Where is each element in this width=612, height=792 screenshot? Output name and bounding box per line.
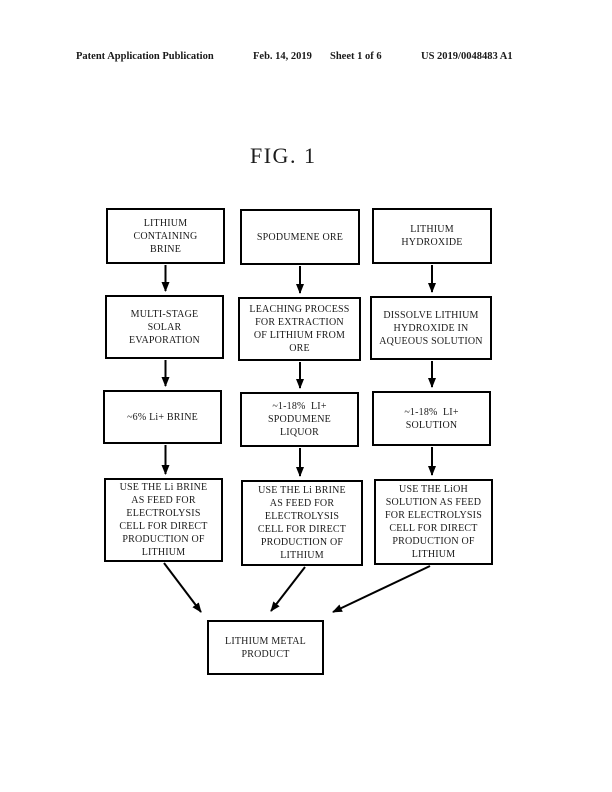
- header-date: Feb. 14, 2019: [253, 51, 312, 62]
- box-spodumene-ore: SPODUMENE ORE: [240, 209, 360, 265]
- box-li-solution-label: ~1-18% LI+ SOLUTION: [404, 406, 459, 431]
- header-publication-label: Patent Application Publication: [76, 51, 214, 62]
- box-lithium-containing-brine: LITHIUM CONTAINING BRINE: [106, 208, 225, 264]
- box-lithium-hydroxide-label: LITHIUM HYDROXIDE: [401, 224, 463, 248]
- box-multistage-solar-evaporation: MULTI-STAGE SOLAR EVAPORATION: [105, 295, 224, 359]
- box-electrolysis-li-brine-label: USE THE Li BRINE AS FEED FOR ELECTROLYSI…: [119, 482, 208, 558]
- box-electrolysis-li-brine: USE THE Li BRINE AS FEED FOR ELECTROLYSI…: [104, 478, 223, 562]
- arrow-electrolysis3-to-product: [332, 565, 431, 613]
- box-lithium-metal-product-label: LITHIUM METAL PRODUCT: [225, 635, 306, 660]
- box-dissolve-lithium-hydroxide-label: DISSOLVE LITHIUM HYDROXIDE IN AQUEOUS SO…: [379, 309, 483, 347]
- box-lithium-containing-brine-label: LITHIUM CONTAINING BRINE: [133, 217, 198, 255]
- box-electrolysis-lioh-label: USE THE LiOH SOLUTION AS FEED FOR ELECTR…: [385, 484, 482, 560]
- box-6pct-li-brine: ~6% Li+ BRINE: [103, 390, 222, 444]
- arrow-electrolysis1-to-product: [163, 562, 202, 613]
- box-electrolysis-spodumene: USE THE Li BRINE AS FEED FOR ELECTROLYSI…: [241, 480, 363, 566]
- box-electrolysis-lioh: USE THE LiOH SOLUTION AS FEED FOR ELECTR…: [374, 479, 493, 565]
- box-spodumene-liquor-label: ~1-18% LI+ SPODUMENE LIQUOR: [268, 401, 331, 438]
- box-lithium-metal-product: LITHIUM METAL PRODUCT: [207, 620, 324, 675]
- box-leaching-process: LEACHING PROCESS FOR EXTRACTION OF LITHI…: [238, 297, 361, 361]
- box-dissolve-lithium-hydroxide: DISSOLVE LITHIUM HYDROXIDE IN AQUEOUS SO…: [370, 296, 492, 360]
- box-spodumene-ore-label: SPODUMENE ORE: [256, 231, 344, 243]
- box-electrolysis-spodumene-label: USE THE Li BRINE AS FEED FOR ELECTROLYSI…: [257, 485, 347, 561]
- arrow-electrolysis2-to-product: [270, 566, 306, 612]
- header-publication-number: US 2019/0048483 A1: [421, 51, 513, 62]
- box-lithium-hydroxide: LITHIUM HYDROXIDE: [372, 208, 492, 264]
- box-multistage-solar-evaporation-label: MULTI-STAGE SOLAR EVAPORATION: [129, 308, 200, 346]
- box-leaching-process-label: LEACHING PROCESS FOR EXTRACTION OF LITHI…: [249, 304, 350, 354]
- header-sheet-number: Sheet 1 of 6: [330, 51, 382, 62]
- box-li-solution: ~1-18% LI+ SOLUTION: [372, 391, 491, 446]
- figure-title: FIG. 1: [250, 143, 317, 168]
- box-6pct-li-brine-label: ~6% Li+ BRINE: [127, 411, 198, 423]
- box-spodumene-liquor: ~1-18% LI+ SPODUMENE LIQUOR: [240, 392, 359, 447]
